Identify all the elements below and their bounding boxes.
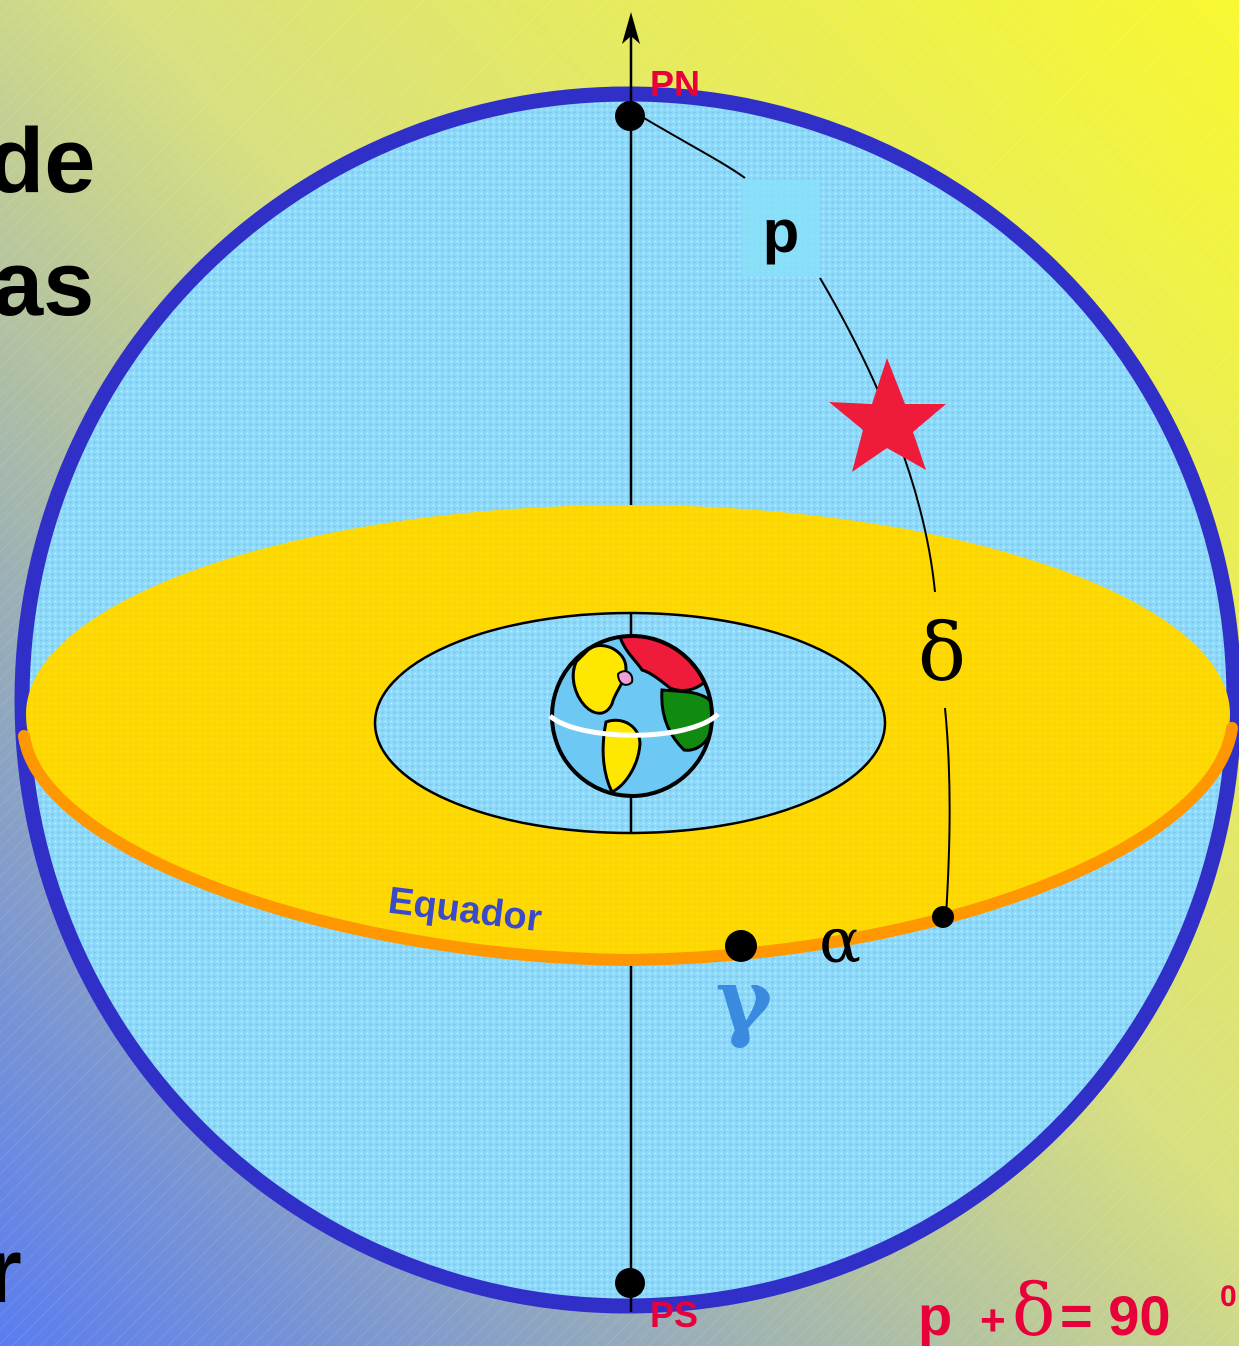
south-pole-label: PS xyxy=(650,1294,698,1335)
meridian-arc-upper xyxy=(633,111,746,179)
earth-globe-icon xyxy=(548,634,720,798)
side-text-line-3: r xyxy=(0,1220,22,1322)
axis-arrowhead xyxy=(622,12,640,44)
side-text-line-1: de xyxy=(0,110,95,212)
vernal-point-label: γ xyxy=(716,950,774,1051)
formula-equals-value: = 90 xyxy=(1060,1284,1171,1346)
formula-delta: δ xyxy=(1012,1268,1055,1346)
polar-distance-box xyxy=(742,180,820,276)
south-pole-point xyxy=(615,1268,645,1298)
right-ascension-label: α xyxy=(819,904,861,977)
north-pole-label: PN xyxy=(650,63,700,104)
declination-foot-point xyxy=(932,906,954,928)
formula-degree: 0 xyxy=(1220,1280,1237,1313)
formula-p: p xyxy=(918,1284,952,1346)
star-icon xyxy=(829,358,946,472)
side-text-line-2: as xyxy=(0,233,94,335)
formula-plus: + xyxy=(980,1296,1006,1345)
north-pole-point xyxy=(615,101,645,131)
celestial-equator xyxy=(18,722,1238,967)
polar-distance-label: p xyxy=(763,198,800,265)
formula: p + δ = 90 0 xyxy=(918,1268,1237,1346)
vernal-point-dot xyxy=(725,930,757,962)
declination-label: δ xyxy=(918,606,966,699)
meridian-arc-lower xyxy=(944,707,951,917)
